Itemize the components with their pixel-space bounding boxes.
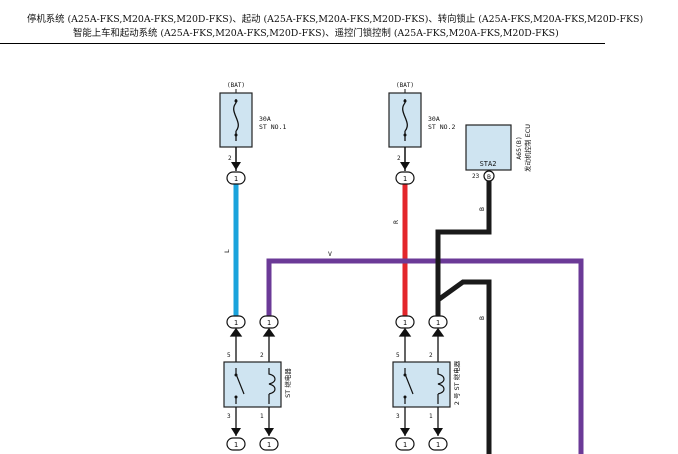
ecu-terminal-label: STA2	[480, 160, 497, 168]
wire-b-ecu	[435, 180, 492, 316]
ecu-connector-label: B	[487, 173, 491, 181]
connector-row-2: 1 1 1 1	[226, 437, 448, 451]
fuse-1-connector-label: 1	[234, 175, 238, 183]
connector-r2-2-label: 1	[267, 441, 271, 449]
connector-r2-4	[428, 437, 448, 451]
fuse-1-rating: 30A	[259, 115, 271, 123]
relay-2-arrow-right	[433, 428, 443, 436]
relay-1-pin-2: 2	[260, 352, 264, 359]
wire-label-b-lower: B	[478, 316, 486, 320]
connector-r2-2	[259, 437, 279, 451]
fuse-1-source: (BAT)	[227, 82, 245, 89]
diagram-title-line-1: 停机系统 (A25A-FKS,M20A-FKS,M20D-FKS)、起动 (A2…	[27, 14, 644, 25]
ecu-connector	[483, 170, 495, 182]
relay-1-switch-node-bottom	[234, 395, 238, 399]
relay-2: 5 2 3 1 2 号 ST 继电器	[392, 352, 461, 436]
relay-1-box	[223, 361, 282, 408]
wire-v	[266, 258, 584, 454]
relay-1-pin-1: 1	[260, 413, 264, 420]
fuse-2-pin-arrow	[400, 162, 410, 170]
relay-2-arrow-left	[400, 428, 410, 436]
wire-label-v: V	[328, 250, 332, 258]
fuse-2-node-bottom	[403, 133, 407, 137]
title-divider	[0, 43, 605, 44]
relay-1: 5 2 3 1 ST 继电器	[223, 352, 292, 436]
connector-r2-1	[226, 437, 246, 451]
wire-label-r: R	[392, 220, 400, 224]
fuse-2-connector	[395, 171, 415, 185]
relay-2-box	[392, 361, 451, 408]
connector-r1-2-label: 1	[267, 319, 271, 327]
connector-r2-3	[395, 437, 415, 451]
fuse-1-node-bottom	[234, 133, 238, 137]
relay-2-pin-1: 1	[429, 413, 433, 420]
relay-2-pin-3: 3	[396, 413, 400, 420]
relay-1-name: ST 继电器	[283, 368, 292, 398]
relay-1-switch	[235, 368, 245, 404]
connector-r1-1-label: 1	[234, 319, 238, 327]
relay-2-name: 2 号 ST 继电器	[452, 360, 461, 405]
relay-2-pin-2: 2	[429, 352, 433, 359]
relay-1-pin-5: 5	[227, 352, 231, 359]
relay-2-coil	[437, 368, 445, 404]
wiring-diagram: (BAT) 30A ST NO.1 2 1 (BAT) 30A ST NO.2 …	[219, 82, 584, 454]
diagram-title-line-2: 智能上车和起动系统 (A25A-FKS,M20A-FKS,M20D-FKS)、遥…	[73, 28, 559, 39]
relay-1-switch-node-top	[234, 373, 238, 377]
fuse-1-connector	[226, 171, 246, 185]
wire-label-b-upper: B	[478, 207, 486, 211]
fuse-2-connector-label: 1	[403, 175, 407, 183]
fuse-2-source: (BAT)	[396, 82, 414, 89]
connector-r2-1-label: 1	[234, 441, 238, 449]
fuse-1-node-top	[234, 99, 238, 103]
connector-r2-3-label: 1	[403, 441, 407, 449]
connector-r1-3-label: 1	[403, 319, 407, 327]
arrow-r1-4	[431, 327, 445, 362]
arrow-r1-3	[398, 327, 412, 362]
ecu-name: 发动机控制 ECU	[523, 124, 532, 172]
connector-r2-4-label: 1	[436, 441, 440, 449]
relay-1-arrow-left	[231, 428, 241, 436]
fuse-2-pin: 2	[397, 155, 401, 162]
arrow-r1-2	[262, 327, 276, 362]
arrow-r1-1	[229, 327, 243, 362]
relay-2-switch	[404, 368, 414, 404]
fuse-1-pin: 2	[228, 155, 232, 162]
relay-1-coil	[268, 368, 276, 404]
connector-r1-4-label: 1	[436, 319, 440, 327]
relay-2-switch-node-top	[403, 373, 407, 377]
fuse-1-name: ST NO.1	[259, 123, 286, 131]
ecu-pin: 23	[472, 173, 480, 180]
relay-1-arrow-right	[264, 428, 274, 436]
fuse-2-rating: 30A	[428, 115, 440, 123]
connector-row-1: 1 1 1 1	[226, 315, 448, 362]
fuse-2-name: ST NO.2	[428, 123, 455, 131]
fuse-2-node-top	[403, 99, 407, 103]
relay-2-pin-5: 5	[396, 352, 400, 359]
wire-label-l: L	[223, 249, 231, 253]
fuse-1-pin-arrow	[231, 162, 241, 170]
relay-2-switch-node-bottom	[403, 395, 407, 399]
relay-1-pin-3: 3	[227, 413, 231, 420]
ecu-name-code: A65(B)	[515, 136, 523, 159]
ecu-box	[465, 124, 512, 171]
wire-b-lower	[436, 279, 492, 454]
